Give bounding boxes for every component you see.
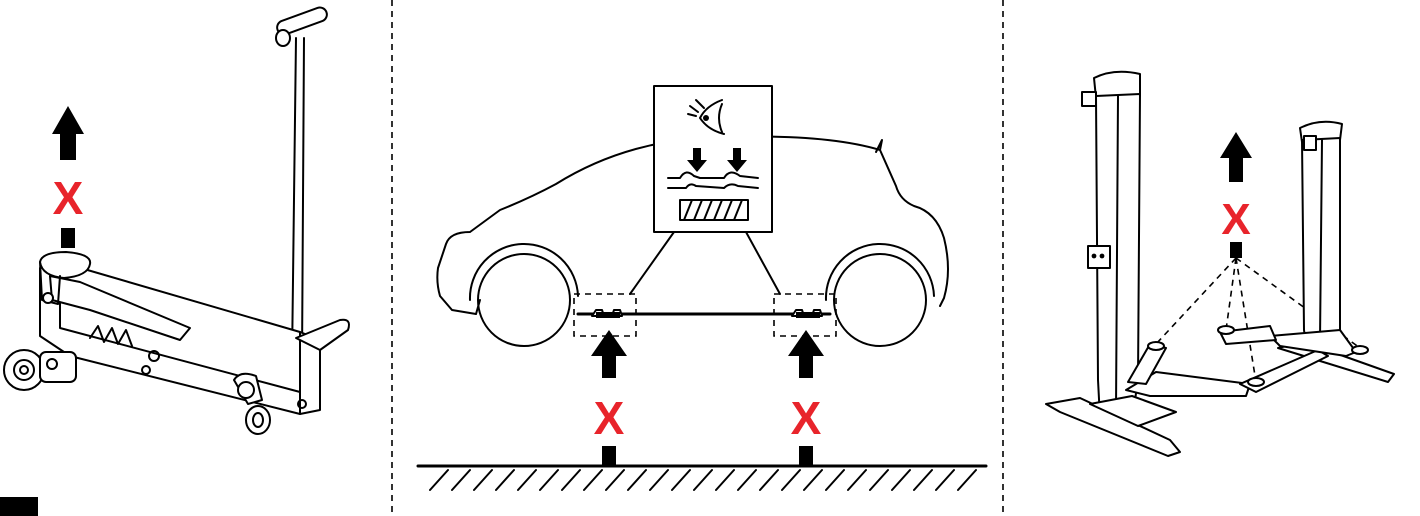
floor-jack xyxy=(3,6,350,435)
up-arrow-icon xyxy=(788,330,824,378)
forbidden-mark: X xyxy=(1221,195,1250,244)
forbidden-mark: X xyxy=(53,172,84,224)
page-marker xyxy=(0,497,38,516)
two-post-lift-panel: X xyxy=(1045,70,1395,457)
right-post xyxy=(1277,120,1395,383)
contact-lines xyxy=(1155,257,1361,383)
ground xyxy=(416,464,988,491)
lift-arms xyxy=(1125,325,1369,397)
up-arrow-icon xyxy=(1220,132,1252,182)
down-arrow-icon xyxy=(687,148,707,172)
forbidden-mark-left: X xyxy=(594,392,625,444)
forbidden-mark-right: X xyxy=(791,392,822,444)
up-arrow-icon xyxy=(52,106,84,160)
left-post xyxy=(1045,70,1181,457)
down-arrow-icon xyxy=(727,148,747,172)
floor-jack-panel: X xyxy=(3,6,350,435)
lifting-point-inset xyxy=(653,85,773,233)
front-wheel xyxy=(477,253,571,347)
rear-wheel xyxy=(833,253,927,347)
eye-icon xyxy=(687,99,725,135)
arrow-stub xyxy=(61,228,75,248)
car-panel: X X xyxy=(416,85,988,491)
up-arrow-icon xyxy=(591,330,627,378)
